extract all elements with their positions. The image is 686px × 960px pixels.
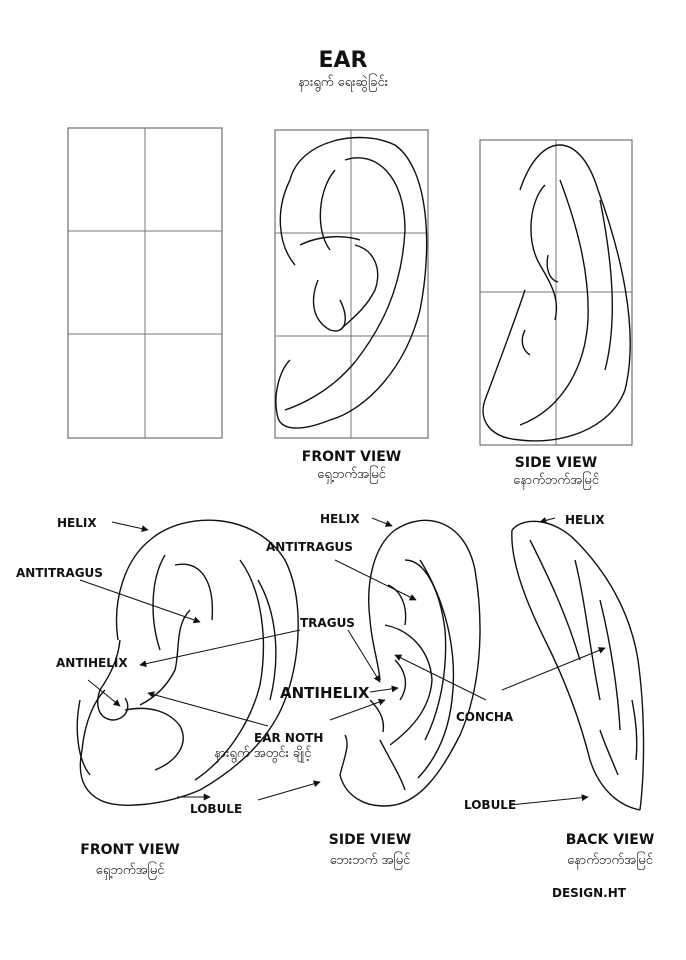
back-ear-caption: BACK VIEW [565, 832, 655, 848]
side-view-grid [479, 139, 633, 446]
front-ear-drawing [76, 519, 299, 806]
back-ear-drawing [511, 520, 645, 811]
side-view-caption-sub: နောက်ဘက်အမြင် [513, 473, 599, 488]
front-ear-caption: FRONT VIEW [80, 842, 180, 858]
side-ear-drawing [339, 519, 481, 807]
side-ear-caption-sub: ဘေးဘက် အမြင် [329, 853, 411, 868]
back-ear-caption-sub: နောက်ဘက်အမြင် [567, 853, 653, 868]
front-helix-label: HELIX [57, 516, 97, 530]
front-view-caption: FRONT VIEW [301, 449, 402, 465]
front-ear-caption-sub: ရှေ့ဘက်အမြင် [95, 863, 165, 878]
front-view-grid-ear [275, 136, 428, 429]
side-helix-label: HELIX [320, 512, 360, 526]
back-helix-label: HELIX [565, 513, 605, 527]
page-subtitle: နားရွက် ရေးဆွဲခြင်း [297, 75, 389, 90]
ear-notch-sub: နားရွက် အတွင်း ချိုင့် [214, 746, 312, 761]
empty-construction-grid [67, 127, 223, 439]
side-tragus-label: TRAGUS [300, 616, 355, 630]
annotation-arrows [79, 516, 606, 806]
back-lobule-label: LOBULE [464, 798, 517, 812]
front-lobule-label: LOBULE [190, 802, 243, 816]
front-antitragus-label: ANTITRAGUS [16, 566, 103, 580]
front-antihelix-label: ANTIHELIX [56, 656, 128, 670]
concha-label: CONCHA [456, 710, 514, 724]
side-antitragus-label: ANTITRAGUS [266, 540, 353, 554]
side-antihelix-label: ANTIHELIX [280, 684, 370, 702]
ear-notch-label: EAR NOTH [254, 731, 324, 745]
side-ear-caption: SIDE VIEW [328, 832, 412, 848]
design-credit: DESIGN.HT [552, 886, 626, 900]
side-view-grid-ear [482, 144, 631, 442]
side-view-caption: SIDE VIEW [514, 455, 598, 471]
front-view-caption-sub: ရှေ့ဘက်အမြင် [317, 467, 386, 482]
front-view-grid [274, 129, 429, 439]
page-title: EAR [318, 48, 368, 73]
